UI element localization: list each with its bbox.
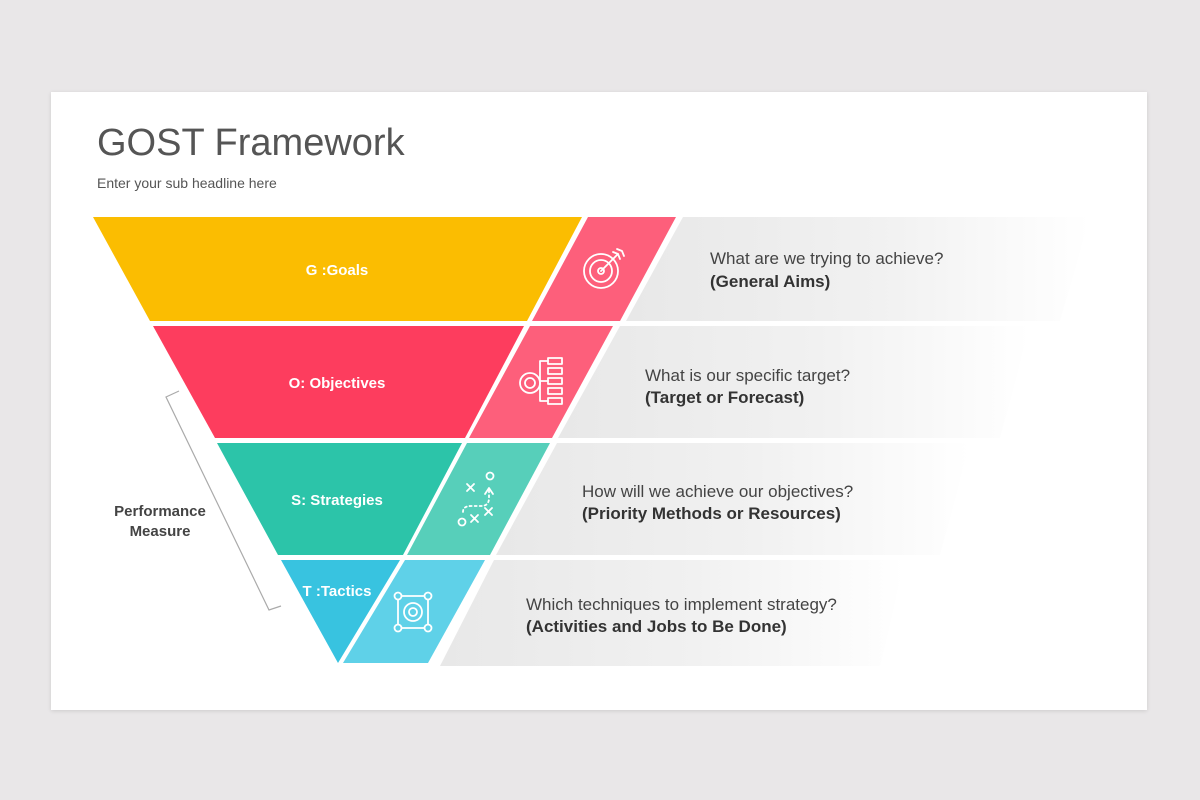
detail-objectives: (Target or Forecast) (645, 388, 804, 407)
page-title: GOST Framework (97, 122, 406, 164)
performance-measure-line2: Measure (130, 523, 191, 540)
funnel-objectives (153, 326, 524, 438)
objectives-icon-strip (469, 326, 613, 438)
performance-bracket (165, 390, 282, 611)
goals-text-bar (626, 217, 1090, 321)
label-goals: G :Goals (306, 262, 369, 279)
tactics-icon-strip (343, 560, 485, 663)
question-tactics: Which techniques to implement strategy? (526, 595, 837, 614)
question-objectives: What is our specific target? (645, 366, 850, 385)
question-goals: What are we trying to achieve? (710, 249, 943, 268)
detail-goals: (General Aims) (710, 272, 830, 291)
strategies-text-bar (496, 443, 970, 555)
funnel-tactics (281, 560, 400, 663)
label-objectives: O: Objectives (289, 375, 386, 392)
process-cycle-icon (393, 591, 433, 633)
detail-strategies: (Priority Methods or Resources) (582, 504, 841, 523)
question-strategies: How will we achieve our objectives? (582, 482, 853, 501)
strategies-icon-strip (407, 443, 550, 555)
objectives-text-bar (558, 326, 1030, 438)
funnel-goals (93, 217, 582, 321)
strategy-play-icon (457, 471, 495, 527)
detail-tactics: (Activities and Jobs to Be Done) (526, 617, 787, 636)
tactics-text-bar (440, 560, 905, 666)
label-tactics: T :Tactics (303, 583, 372, 600)
target-icon (583, 248, 625, 289)
target-checklist-icon (519, 357, 563, 405)
label-strategies: S: Strategies (291, 492, 383, 509)
page-subtitle: Enter your sub headline here (97, 175, 277, 191)
funnel-strategies (217, 443, 462, 555)
performance-measure-line1: Performance (114, 503, 206, 520)
